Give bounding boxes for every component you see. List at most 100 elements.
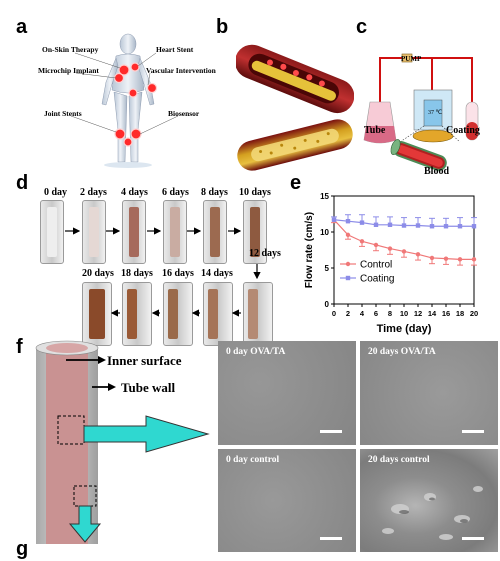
panel-c-setup-diagram — [362, 42, 496, 182]
y-tick-label: 0 — [325, 300, 330, 309]
label-microchip-implant: Microchip Implant — [38, 66, 99, 75]
vial-label-2days: 2 days — [80, 187, 107, 198]
vial-8days — [203, 200, 227, 264]
scale-bar — [462, 430, 484, 433]
x-tick-label: 18 — [456, 309, 464, 318]
label-tube: Tube — [364, 125, 386, 136]
data-point-control — [415, 252, 421, 257]
sem-surface-texture — [382, 486, 483, 540]
y-tick-label: 15 — [320, 192, 329, 201]
vial-12days — [243, 282, 273, 346]
label-heart-stent: Heart Stent — [156, 45, 194, 54]
panel-b-vessel-illustration — [234, 40, 355, 172]
x-tick-label: 6 — [374, 309, 378, 318]
panel-letter-d: d — [16, 172, 29, 194]
vial-6days — [163, 200, 187, 264]
label-temperature: 37 ℃ — [428, 110, 443, 116]
y-tick-label: 10 — [320, 228, 329, 237]
y-axis-label: Flow rate (cm/s) — [304, 212, 315, 288]
x-tick-label: 2 — [346, 309, 350, 318]
panel-a-figure — [28, 30, 218, 170]
x-tick-label: 4 — [360, 309, 365, 318]
label-tube-wall: Tube wall — [121, 380, 176, 395]
vial-2days — [82, 200, 106, 264]
panel-f-tube-schematic — [0, 336, 220, 552]
x-tick-label: 20 — [470, 309, 478, 318]
panel-letter-e: e — [290, 172, 302, 194]
sem-label: 0 day OVA/TA — [226, 347, 286, 357]
sem-image-20days-control: 20 days control — [360, 449, 498, 552]
vial-label-16days: 16 days — [162, 268, 194, 279]
label-blood: Blood — [424, 166, 450, 177]
data-point-coating — [345, 219, 351, 224]
data-point-control — [401, 249, 407, 254]
vial-label-12days: 12 days — [249, 248, 281, 259]
human-body-illustration — [70, 33, 179, 168]
data-point-coating — [401, 223, 407, 228]
vial-label-4days: 4 days — [121, 187, 148, 198]
data-point-control — [373, 242, 379, 248]
data-point-control — [345, 232, 351, 238]
vial-4days — [122, 200, 146, 264]
data-point-coating — [373, 222, 379, 227]
panel-letter-b: b — [216, 16, 229, 38]
vial-label-8days: 8 days — [201, 187, 228, 198]
panel-letter-a: a — [16, 16, 28, 38]
vial-label-14days: 14 days — [201, 268, 233, 279]
data-point-control — [359, 239, 365, 244]
scale-bar — [462, 537, 484, 540]
scale-bar — [320, 430, 342, 433]
label-vascular-intervention: Vascular Intervention — [146, 66, 216, 75]
label-biosensor: Biosensor — [168, 109, 200, 118]
data-point-control — [387, 246, 393, 251]
data-point-coating — [387, 222, 393, 227]
vial-0day — [40, 200, 64, 264]
legend-label-control: Control — [360, 260, 392, 271]
vial-sequence-arrows — [65, 227, 261, 317]
vial-label-10days: 10 days — [239, 187, 271, 198]
legend-marker — [345, 261, 351, 267]
data-point-coating — [429, 224, 435, 229]
x-tick-label: 10 — [400, 309, 408, 318]
x-axis-label: Time (day) — [377, 323, 432, 335]
data-point-control — [429, 255, 435, 261]
sem-image-0day-ova-ta: 0 day OVA/TA — [218, 341, 356, 445]
vial-label-20days: 20 days — [82, 268, 114, 279]
panel-letter-c: c — [356, 16, 368, 38]
label-coating: Coating — [446, 125, 480, 136]
vial-18days — [122, 282, 152, 346]
vial-10days — [243, 200, 267, 264]
x-tick-label: 0 — [332, 309, 336, 318]
data-point-coating — [443, 224, 449, 229]
data-point-coating — [415, 223, 421, 228]
x-tick-label: 16 — [442, 309, 450, 318]
legend-marker — [345, 275, 351, 281]
label-on-skin-therapy: On-Skin Therapy — [42, 45, 99, 54]
vial-label-6days: 6 days — [162, 187, 189, 198]
sem-label: 20 days OVA/TA — [368, 347, 436, 357]
x-tick-label: 8 — [388, 309, 392, 318]
data-point-control — [457, 257, 463, 262]
data-point-coating — [457, 224, 463, 229]
data-point-coating — [331, 217, 337, 222]
sem-label: 20 days control — [368, 455, 430, 465]
data-point-coating — [471, 224, 477, 229]
vial-label-0day: 0 day — [44, 187, 68, 198]
label-pump: PUMP — [401, 55, 422, 63]
sem-label: 0 day control — [226, 455, 280, 465]
data-point-coating — [359, 220, 365, 225]
data-point-control — [471, 257, 477, 262]
label-inner-surface: Inner surface — [107, 353, 182, 368]
legend-label-coating: Coating — [360, 274, 394, 285]
sem-image-20days-ova-ta: 20 days OVA/TA — [360, 341, 498, 445]
sem-image-0day-control: 0 day control — [218, 449, 356, 552]
panel-letter-f: f — [16, 336, 23, 358]
x-tick-label: 12 — [414, 309, 422, 318]
label-joint-stents: Joint Stents — [44, 109, 82, 118]
panel-d-vial-series: 0 day 2 days 4 days 6 days 8 days 10 day… — [0, 180, 290, 346]
scale-bar — [320, 537, 342, 540]
vial-label-18days: 18 days — [121, 268, 153, 279]
y-tick-label: 5 — [325, 264, 330, 273]
x-tick-label: 14 — [428, 309, 437, 318]
